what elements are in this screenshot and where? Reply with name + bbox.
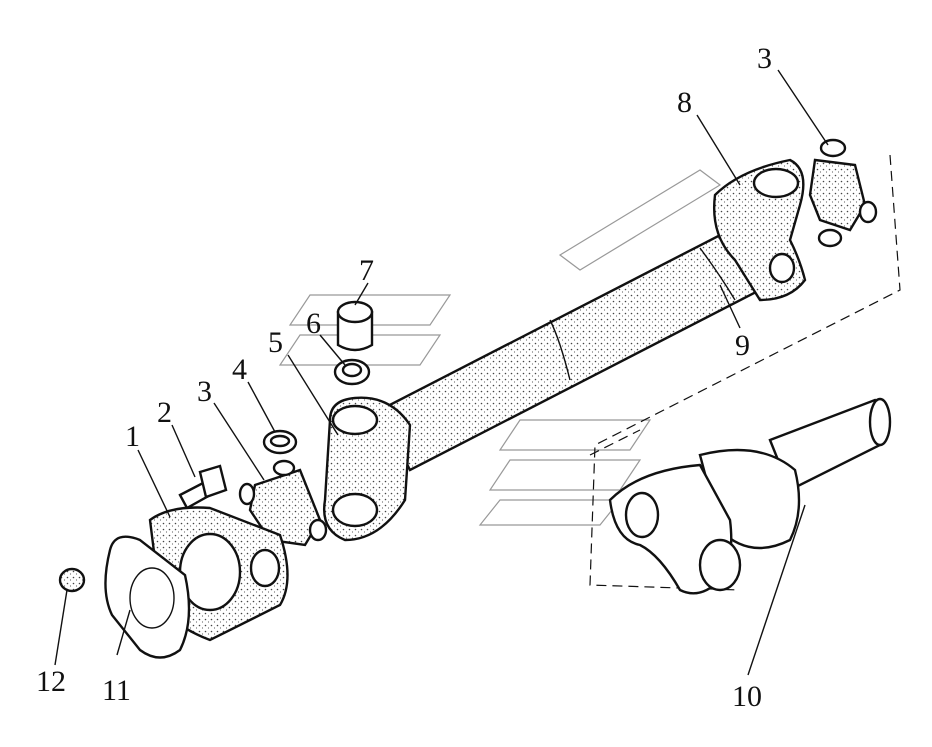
- seal-ring-part: [333, 358, 371, 386]
- callout-label-4: 4: [232, 353, 247, 386]
- ring-part: [262, 429, 298, 455]
- front-yoke-part: [323, 396, 412, 542]
- callout-label-9: 9: [735, 329, 750, 362]
- gasket-part: [104, 535, 191, 659]
- callout-label-7: 7: [359, 254, 374, 287]
- callout-label-8: 8: [677, 86, 692, 119]
- callout-label-3-right: 3: [757, 42, 772, 75]
- callout-label-2: 2: [157, 396, 172, 429]
- assembly-guide-lines: [589, 154, 901, 591]
- spider-journal-part-left: [238, 459, 328, 547]
- sleeve-yoke-part: [608, 397, 892, 595]
- callout-label-12: 12: [36, 665, 66, 698]
- leader-lines: [54, 69, 829, 676]
- watermark-logo: [278, 169, 722, 526]
- bearing-cap-part: [336, 300, 374, 352]
- shaft-tube-part: [378, 158, 807, 472]
- callout-label-1: 1: [125, 420, 140, 453]
- nut-part: [58, 567, 86, 593]
- callout-label-10: 10: [732, 680, 762, 713]
- callout-label-3-left: 3: [197, 375, 212, 408]
- spider-journal-part-right: [808, 138, 878, 248]
- callout-label-6: 6: [306, 307, 321, 340]
- callout-label-5: 5: [268, 326, 283, 359]
- callout-label-11: 11: [102, 674, 131, 707]
- bolt-part: [178, 464, 228, 510]
